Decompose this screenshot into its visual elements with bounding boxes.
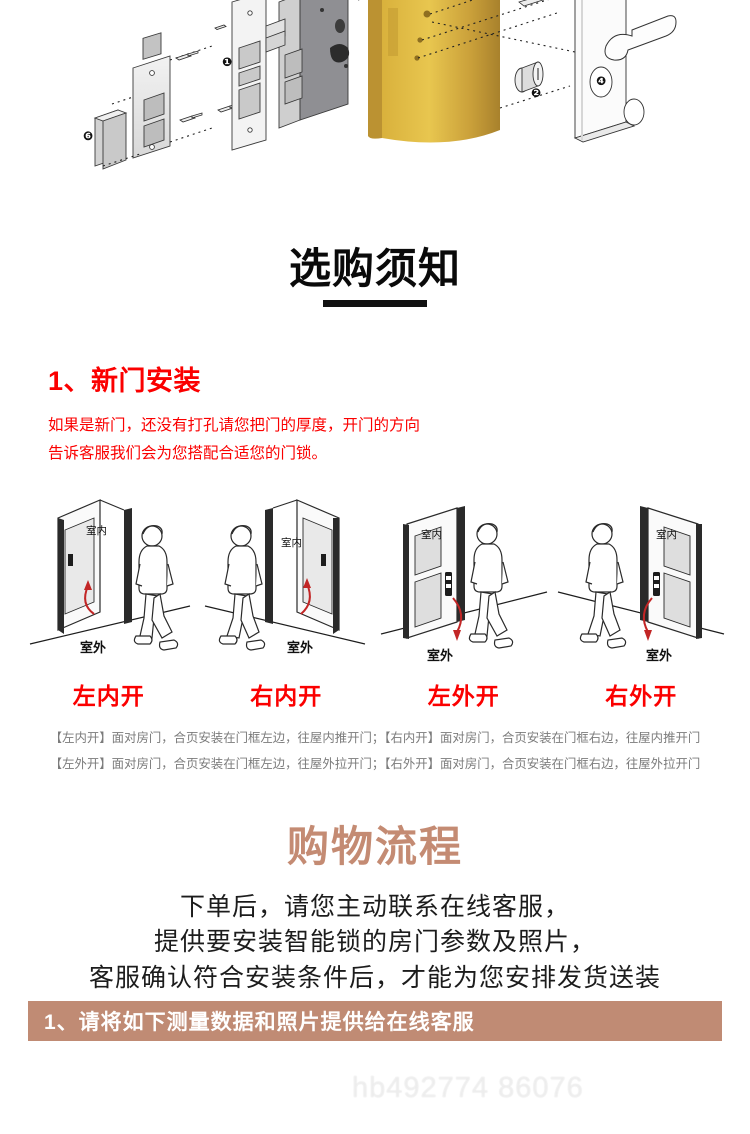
title-underline (323, 300, 427, 308)
shopping-line-2: 提供要安装智能锁的房门参数及照片， (153, 928, 596, 957)
right-inward-svg: 室内 室外 (205, 498, 366, 655)
door-label-right-outward: 右外开 (605, 682, 678, 709)
shopping-line-3: 客服确认符合安装条件后，才能为您安排发货送装 (88, 963, 661, 992)
strike-box-part (93, 109, 128, 170)
door-diagram-left-inward: 室内 室外 左内开 (20, 494, 198, 711)
explain-line-2: 【左外开】面对房门，合页安装在门框左边，往屋外拉开门；【右外开】面对房门，合页安… (49, 756, 701, 771)
person-figure (219, 524, 266, 651)
door-diagram-right-inward: 室内 室外 右内开 (198, 494, 376, 711)
right-outward-svg: 室内 室外 (558, 505, 725, 663)
explain-line-1: 【左内开】面对房门，合页安装在门框左边，往屋内推开门；【右内开】面对房门，合页安… (49, 730, 701, 745)
door-direction-diagrams: 室内 室外 左内开 (0, 494, 750, 711)
strike-plate-part (132, 32, 171, 159)
left-inward-svg: 室内 室外 (29, 498, 190, 655)
shopping-line-1: 下单后，请您主动联系在线客服， (179, 892, 570, 921)
door-diagram-left-outward: 室内 室外 左外开 (375, 494, 553, 711)
door-diagram-right-outward: 室内 室外 右外开 (553, 494, 731, 711)
lock-faceplate-part (231, 0, 267, 151)
watermark-text: hb492774 86076 (352, 1072, 584, 1104)
page-title: 选购须知 (288, 245, 461, 292)
person-figure (580, 522, 627, 649)
alignment-guides-right (358, 0, 576, 109)
lock-body-part (265, 0, 350, 129)
escutcheon-handle-part (573, 0, 677, 143)
door-label-right-inward: 右内开 (250, 682, 323, 709)
callout-4: ❹ (596, 74, 606, 88)
shopping-flow-title: 购物流程 (286, 822, 463, 870)
exploded-lock-diagram: ❶ ❷ ❹ ❻ (0, 0, 750, 185)
indoor-label: 室内 (86, 524, 107, 537)
outdoor-label: 室外 (646, 648, 672, 663)
person-figure (133, 524, 178, 651)
outdoor-label: 室外 (80, 640, 106, 655)
outdoor-label: 室外 (427, 648, 453, 663)
door-label-left-inward: 左内开 (72, 682, 145, 709)
section-title-block: 选购须知 (0, 245, 750, 308)
new-door-body: 如果是新门，还没有打孔请您把门的厚度，开门的方向 告诉客服我们会为您搭配合适您的… (48, 412, 750, 468)
new-door-body-line1: 如果是新门，还没有打孔请您把门的厚度，开门的方向 (48, 417, 421, 435)
left-outward-svg: 室内 室外 (380, 505, 547, 663)
new-door-heading: 1、新门安装 (48, 366, 202, 397)
spindle-bar-part (518, 0, 545, 7)
door-direction-explanation: 【左内开】面对房门，合页安装在门框左边，往屋内推开门；【右内开】面对房门，合页安… (0, 725, 750, 777)
lock-cylinder-part (514, 61, 544, 93)
indoor-label: 室内 (656, 528, 677, 541)
shopping-flow-body: 下单后，请您主动联系在线客服， 提供要安装智能锁的房门参数及照片， 客服确认符合… (0, 890, 750, 997)
banner-label: 1、请将如下测量数据和照片提供给在线客服 (44, 1011, 475, 1035)
door-label-left-outward: 左外开 (427, 682, 500, 709)
door-slab-part (368, 0, 500, 143)
callout-6: ❻ (83, 129, 93, 143)
measurement-request-banner: 1、请将如下测量数据和照片提供给在线客服 (28, 1001, 722, 1042)
outdoor-label: 室外 (287, 640, 313, 655)
callout-1: ❶ (222, 55, 232, 69)
indoor-label: 室内 (281, 536, 302, 549)
indoor-label: 室内 (421, 528, 442, 541)
person-figure (468, 522, 513, 649)
new-door-body-line2: 告诉客服我们会为您搭配合适您的门锁。 (48, 444, 328, 462)
exploded-diagram-svg: ❶ ❷ ❹ ❻ (0, 0, 750, 185)
callout-2: ❷ (531, 86, 541, 100)
